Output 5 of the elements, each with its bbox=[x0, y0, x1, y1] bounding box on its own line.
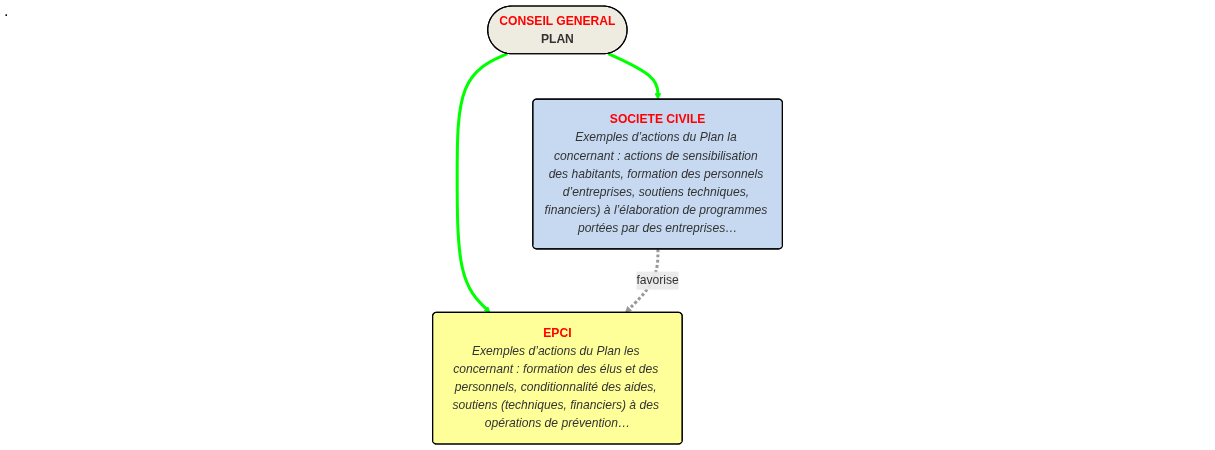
note-text: . bbox=[4, 2, 9, 19]
edge-label: favorise bbox=[636, 273, 679, 287]
arrow bbox=[455, 52, 508, 314]
arrow bbox=[607, 52, 662, 100]
arrow bbox=[625, 249, 660, 314]
